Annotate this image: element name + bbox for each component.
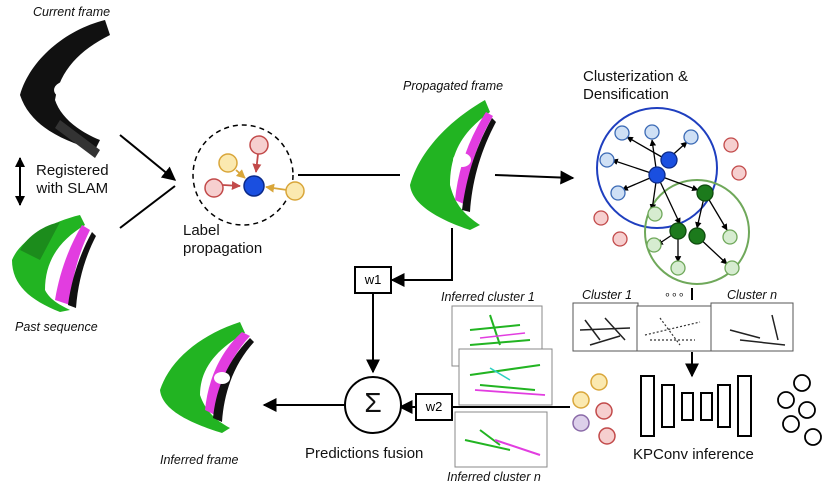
current-frame-label: Current frame xyxy=(33,5,111,19)
kpconv-inference-label: KPConv inference xyxy=(633,446,754,463)
w1-label: w1 xyxy=(364,272,382,287)
label-propagation-line-2: propagation xyxy=(183,240,263,257)
inferred-frame-label: Inferred frame xyxy=(160,453,239,467)
inferred-frame-pointcloud xyxy=(160,322,254,433)
registered-line-2: with SLAM xyxy=(36,180,109,197)
cluster-middle-panel xyxy=(636,305,713,352)
inferred-cluster-1-label: Inferred cluster 1 xyxy=(441,290,535,304)
cluster-ellipsis: ∘∘∘ xyxy=(664,289,685,301)
cluster-n-panel xyxy=(710,302,794,352)
frame-to-w1-arrow xyxy=(390,228,453,287)
predictions-fusion-label: Predictions fusion xyxy=(305,445,424,462)
frame-to-clusterization-arrow xyxy=(494,170,575,185)
inferred-cluster-panels xyxy=(451,305,553,468)
clusterization-graph xyxy=(593,107,750,285)
label-propagation-label: Label propagation xyxy=(183,222,262,258)
node-yellow-right xyxy=(285,181,305,201)
label-propagation-graph xyxy=(192,124,305,226)
propagated-frame-label: Propagated frame xyxy=(403,79,504,93)
kpconv-network xyxy=(640,375,752,437)
clusterization-line-2: Densification xyxy=(583,86,669,103)
registered-label: Registered with SLAM xyxy=(36,162,109,198)
registered-line-1: Registered xyxy=(36,162,109,179)
w2-label: w2 xyxy=(425,399,443,414)
clusterization-line-1: Clusterization & xyxy=(583,68,689,85)
clusterization-label: Clusterization & Densification xyxy=(583,68,688,104)
merge-line-top xyxy=(119,134,177,181)
node-red-left xyxy=(204,178,224,198)
predicted-label-nodes xyxy=(572,373,616,445)
merge-line-bottom xyxy=(119,185,176,229)
node-red-top xyxy=(249,135,269,155)
inferred-cluster-n-panel xyxy=(454,411,548,468)
w1-box xyxy=(354,266,392,294)
label-propagation-line-1: Label xyxy=(183,222,220,239)
cluster-1-panel xyxy=(572,302,639,352)
propagated-frame-pointcloud xyxy=(410,100,496,230)
node-blue-center xyxy=(243,175,265,197)
inferred-cluster-n-label: Inferred cluster n xyxy=(447,470,541,484)
current-frame-pointcloud xyxy=(20,20,110,158)
past-sequence-pointcloud xyxy=(12,215,96,312)
output-nodes xyxy=(777,374,822,446)
past-sequence-label: Past sequence xyxy=(15,320,98,334)
sigma-symbol: Σ xyxy=(364,387,382,418)
cluster-1-label: Cluster 1 xyxy=(582,288,633,302)
cluster-n-label: Cluster n xyxy=(727,288,778,302)
node-yellow-left xyxy=(218,153,238,173)
cluster-panels xyxy=(572,302,794,352)
